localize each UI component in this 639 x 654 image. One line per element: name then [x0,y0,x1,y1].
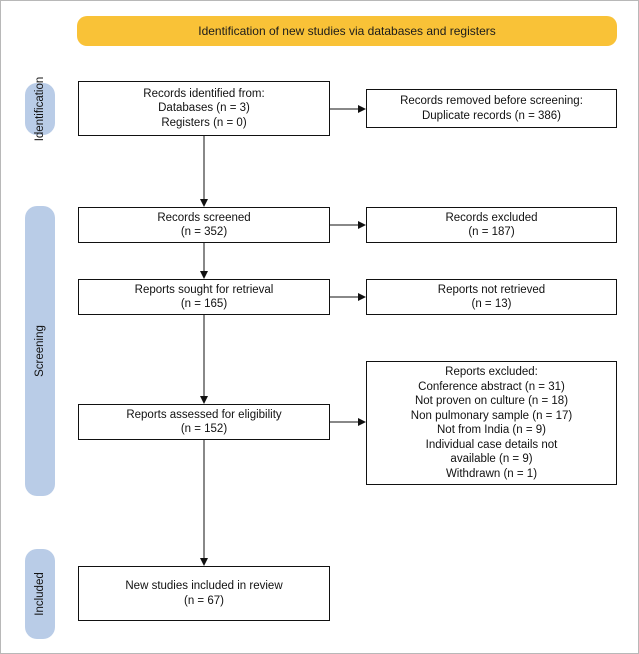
box-text-line: Non pulmonary sample (n = 17) [410,409,573,422]
box-text-line: Reports not retrieved [437,283,546,296]
phase-screening-label: Screening [34,325,46,377]
header-title: Identification of new studies via databa… [198,24,496,38]
box-text-line: Records removed before screening: [400,95,583,107]
box-text-line: Reports sought for retrieval [134,283,274,296]
box-text-line: Records screened [157,211,251,224]
phase-identification-label: Identification [34,76,46,142]
phase-included: Included [25,549,55,639]
box-text-line: Conference abstract (n = 31) [418,380,565,393]
box-text-line: Duplicate records (n = 386) [421,109,562,122]
studies-included-box: New studies included in review (n = 67) [78,566,330,621]
header-banner: Identification of new studies via databa… [77,16,617,46]
box-text-line: Withdrawn (n = 1) [445,467,538,480]
box-text-line: (n = 13) [471,298,512,310]
box-text-line: Not from India (n = 9) [437,424,546,436]
box-text-line: (n = 187) [468,226,515,238]
reports-not-retrieved-box: Reports not retrieved (n = 13) [366,279,617,315]
phase-included-label: Included [34,572,46,616]
box-text-line: Records excluded [445,211,538,224]
box-text-line: (n = 67) [184,594,224,607]
reports-sought-box: Reports sought for retrieval (n = 165) [78,279,330,315]
records-removed-box: Records removed before screening: Duplic… [366,89,617,128]
records-excluded-box: Records excluded (n = 187) [366,207,617,243]
box-text-line: New studies included in review [125,580,283,592]
box-text-line: Records identified from: [143,87,265,100]
box-text-line: Not proven on culture (n = 18) [414,395,569,407]
box-text-line: Individual case details not [425,438,558,451]
box-text-line: available (n = 9) [450,453,533,465]
box-text-line: Reports excluded: [445,366,538,378]
box-text-line: Databases (n = 3) [158,102,250,115]
box-text-line: (n = 165) [180,298,228,310]
box-text-line: Reports assessed for eligibility [126,408,282,421]
box-text-line: Registers (n = 0) [161,116,247,129]
reports-excluded-box: Reports excluded: Conference abstract (n… [366,361,617,485]
records-screened-box: Records screened (n = 352) [78,207,330,243]
phase-screening: Screening [25,206,55,496]
records-identified-box: Records identified from: Databases (n = … [78,81,330,136]
box-text-line: (n = 352) [180,226,228,238]
reports-assessed-box: Reports assessed for eligibility (n = 15… [78,404,330,440]
phase-identification: Identification [25,77,55,141]
box-text-line: (n = 152) [180,423,228,435]
